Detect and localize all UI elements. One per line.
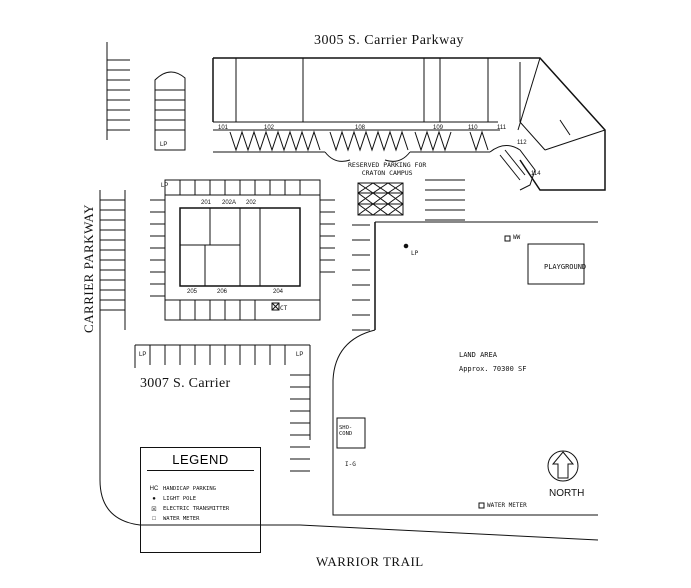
unit-label: 108 (355, 125, 366, 131)
ig-label: I-G (345, 461, 356, 468)
unit-label: 101 (218, 125, 229, 131)
reserved-stalls (357, 182, 404, 216)
water-meter-icon: □ (152, 516, 156, 522)
unit-label: 201 (201, 200, 212, 206)
light-pole-label: LP (160, 142, 168, 148)
north-arrow-icon (547, 450, 579, 482)
water-meter-label: WATER METER (487, 502, 527, 509)
unit-label: 112 (517, 140, 527, 146)
land-area-size: Approx. 70300 SF (459, 365, 527, 373)
transformer-line-1: SHO- (339, 425, 353, 431)
property-address-title: 3005 S. Carrier Parkway (314, 33, 464, 48)
unit-label: 109 (433, 125, 444, 131)
east-stalls (352, 179, 465, 331)
unit-label: 114 (531, 171, 541, 177)
transformer-icon (271, 302, 280, 311)
playground-label: PLAYGROUND (544, 263, 587, 271)
left-stall-column (106, 42, 186, 151)
street-carrier-parkway: CARRIER PARKWAY (81, 204, 96, 333)
top-parking-stalls (213, 129, 536, 191)
unit-label: 204 (273, 289, 284, 295)
legend-item: ● LIGHT POLE (149, 494, 229, 504)
light-pole-label: LP (411, 250, 419, 257)
north-label: NORTH (549, 488, 585, 499)
light-pole-label: LP (296, 352, 304, 358)
legend-item-label: LIGHT POLE (163, 496, 197, 502)
transformer-pad (336, 417, 366, 449)
light-pole-icon: ● (152, 496, 156, 502)
transformer-label: SHO-COND (339, 425, 352, 437)
legend: LEGEND HC HANDICAP PARKING ● LIGHT POLE ☒ E… (140, 447, 261, 553)
legend-item: HC HANDICAP PARKING (149, 484, 229, 494)
transformer-icon: ☒ (151, 506, 157, 513)
legend-title: LEGEND (172, 452, 229, 467)
ct-label: CT (280, 305, 288, 312)
unit-label: 202A (222, 200, 237, 206)
unit-label: 110 (468, 125, 478, 131)
water-meter-label: WW (513, 234, 521, 241)
unit-label: 102 (264, 125, 275, 131)
legend-item: □ WATER METER (149, 514, 229, 524)
unit-label: 205 (187, 289, 198, 295)
building-3007-lot (99, 190, 599, 541)
transformer-line-2: COND (339, 431, 353, 437)
reserved-line-2: CRATON CAMPUS (361, 169, 413, 177)
legend-item-label: ELECTRIC TRANSMITTER (163, 506, 230, 512)
legend-item-label: WATER METER (163, 516, 200, 522)
light-pole-label: LP (161, 183, 169, 189)
legend-item-label: HANDICAP PARKING (163, 486, 216, 492)
land-area-label: LAND AREA (459, 351, 497, 359)
building-3005 (212, 57, 606, 191)
unit-label: 111 (497, 125, 507, 131)
unit-label: 206 (217, 289, 228, 295)
building-3007-label: 3007 S. Carrier (140, 376, 231, 391)
water-meter-icon (478, 502, 485, 509)
handicap-icon: HC (149, 486, 159, 492)
water-meter-icon (504, 235, 511, 242)
legend-item: ☒ ELECTRIC TRANSMITTER (149, 504, 229, 514)
reserved-line-1: RESERVED PARKING FOR (348, 161, 427, 169)
legend-divider (147, 470, 254, 471)
light-pole-icon (403, 243, 409, 249)
unit-label: 202 (246, 200, 257, 206)
land-area-boundary (332, 221, 598, 516)
center-parking-ring (150, 179, 335, 321)
street-warrior-trail: WARRIOR TRAIL (316, 554, 424, 569)
building-center (179, 207, 301, 287)
legend-list: HC HANDICAP PARKING ● LIGHT POLE ☒ ELECTRIC… (149, 484, 230, 524)
light-pole-label: LP (139, 352, 147, 358)
